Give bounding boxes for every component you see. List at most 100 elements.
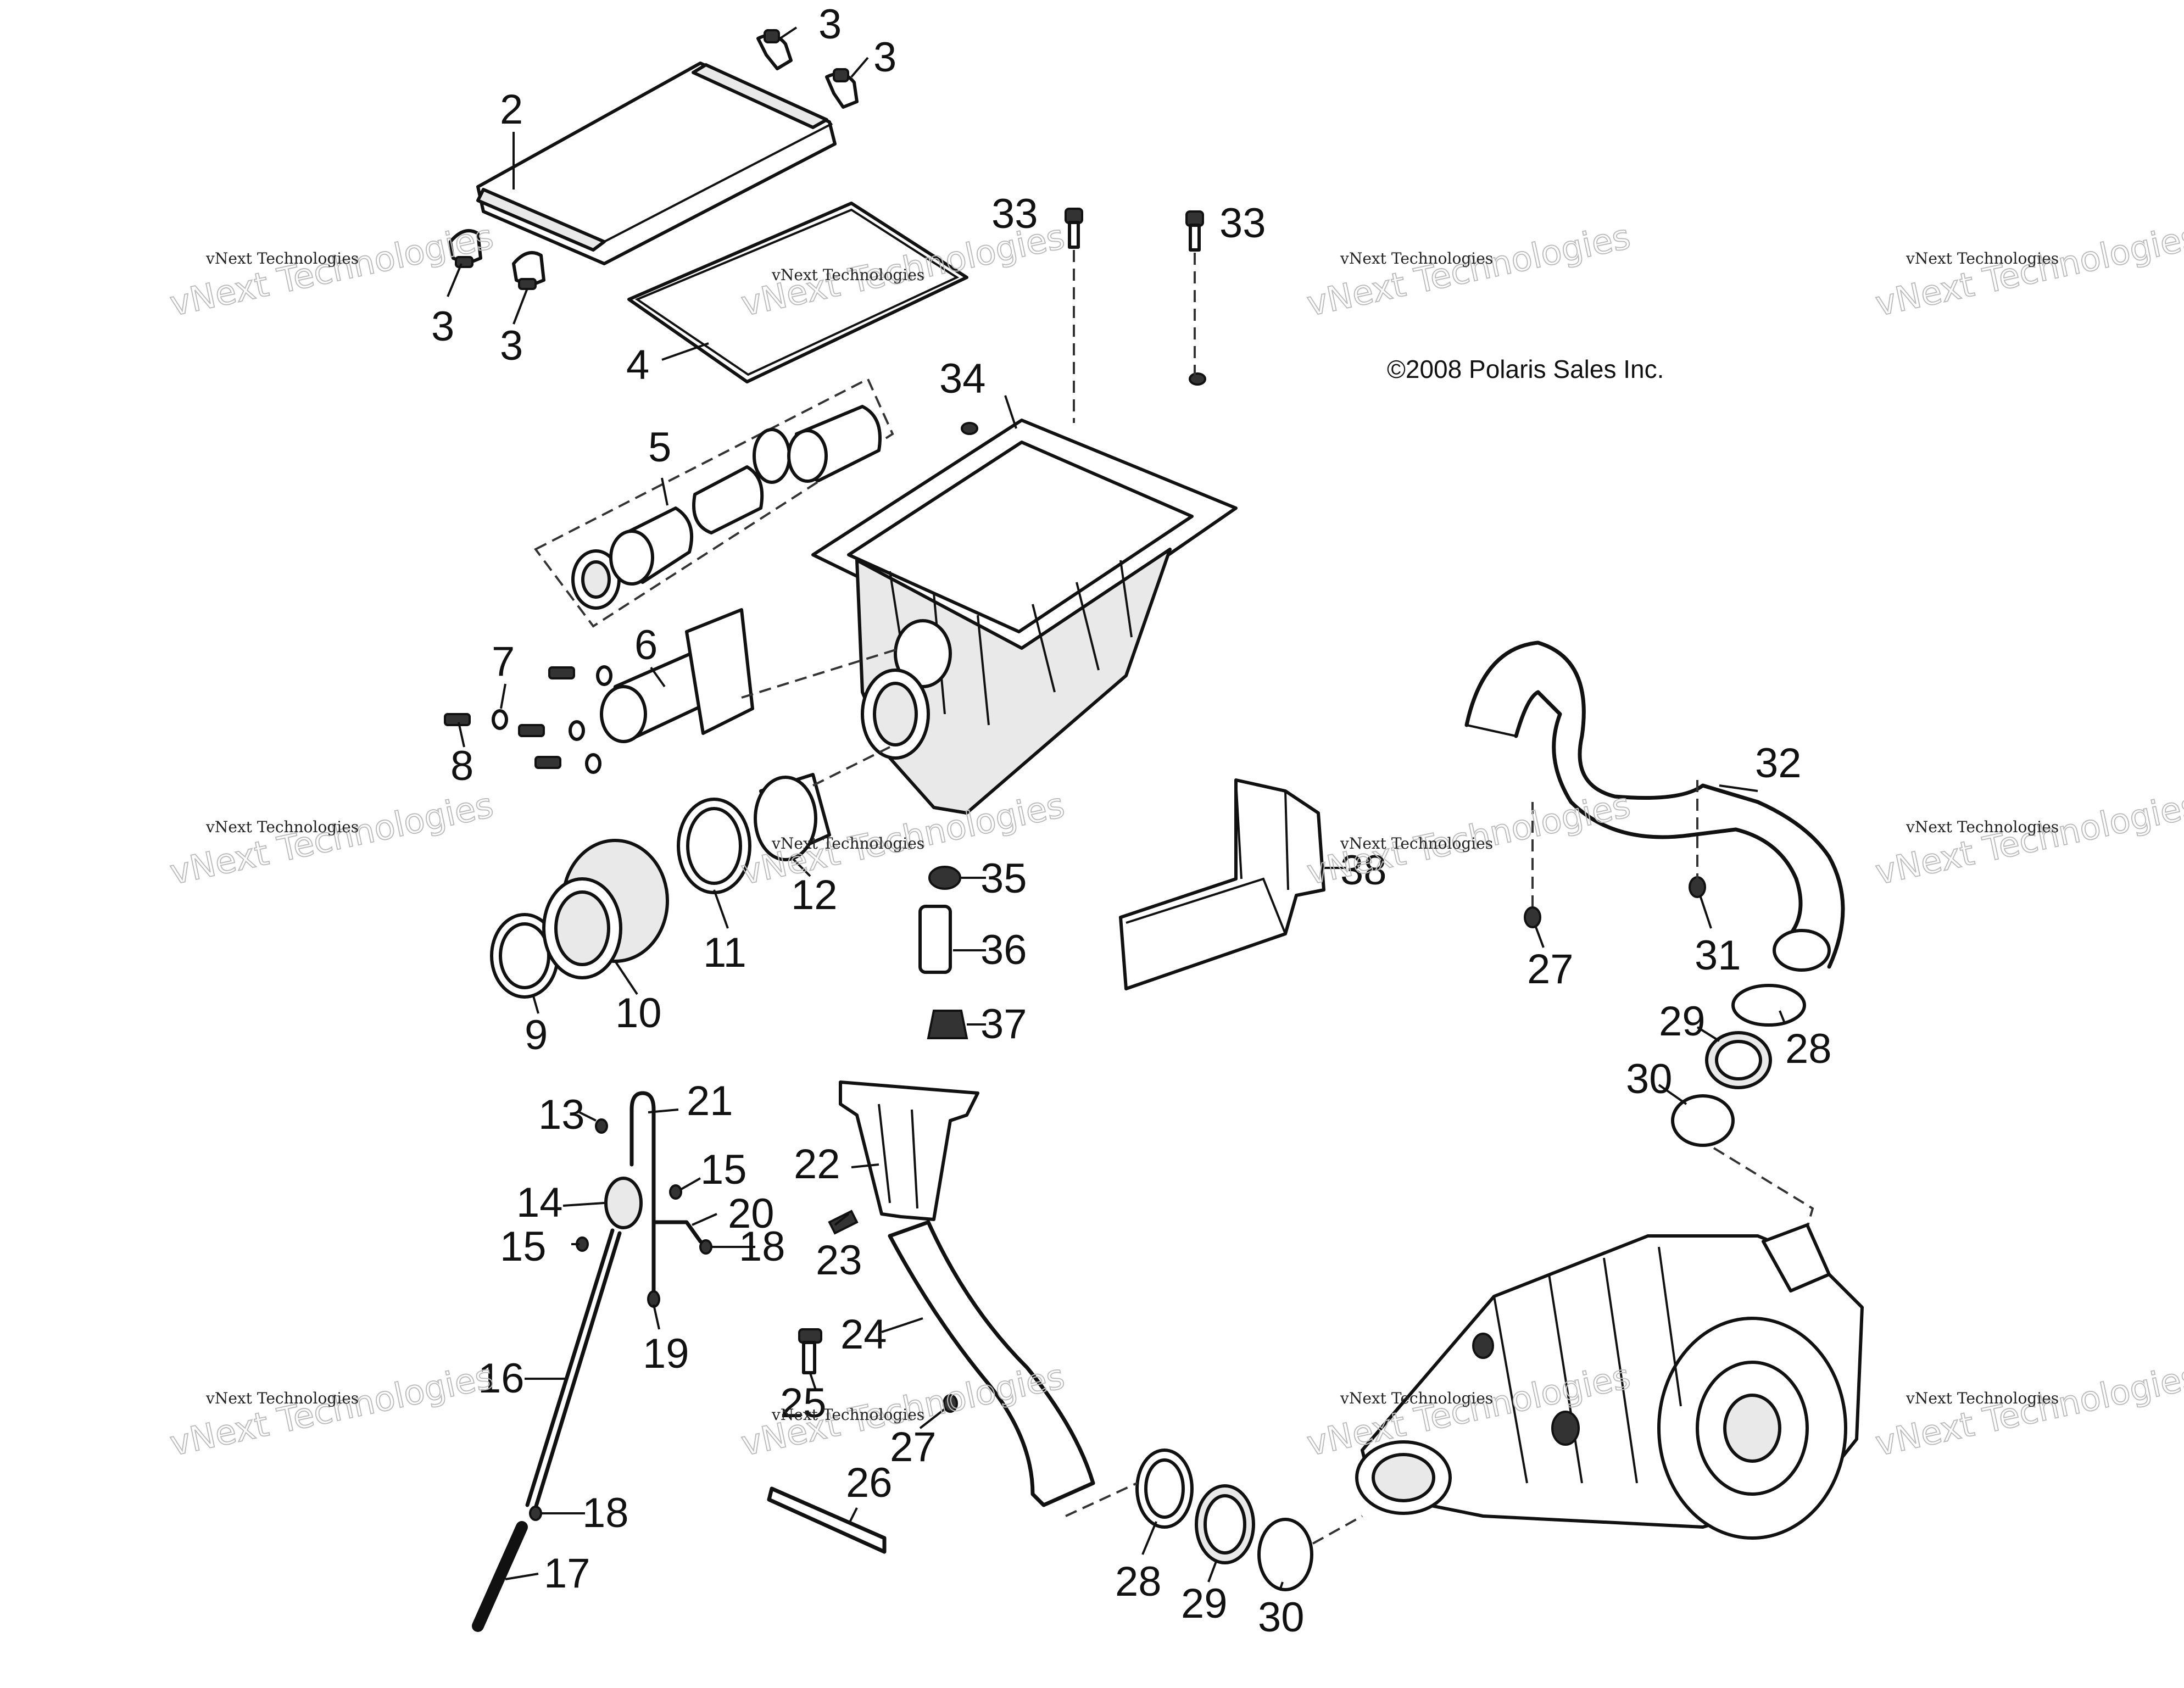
callout-20: 20: [728, 1190, 775, 1237]
callout-18: 18: [582, 1490, 629, 1536]
part-33-screw-2: [1185, 210, 1204, 252]
svg-text:vNext Technologies: vNext Technologies: [1872, 216, 2184, 324]
svg-text:vNext Technologies: vNext Technologies: [1340, 249, 1493, 268]
callout-33: 33: [991, 191, 1038, 237]
callout-35: 35: [980, 855, 1027, 902]
callout-27: 27: [890, 1424, 937, 1470]
callout-4: 4: [626, 342, 649, 388]
part-29-coupler-lower: [1195, 1484, 1255, 1564]
callout-5: 5: [648, 424, 671, 471]
callout-32: 32: [1755, 740, 1802, 787]
part-16-drain-hose: [525, 1228, 622, 1510]
callout-18: 18: [739, 1223, 785, 1270]
part-36-spacer: [918, 905, 952, 974]
part-28-clamp-lower: [1135, 1449, 1194, 1529]
callout-12: 12: [791, 872, 838, 918]
svg-text:vNext Technologies: vNext Technologies: [1872, 1356, 2184, 1464]
cvt-cover-assembly: [1355, 1223, 1864, 1540]
part-31-grommet: [1689, 876, 1706, 898]
callout-25: 25: [780, 1380, 827, 1427]
part-13-clip: [595, 1118, 608, 1134]
part-27-clip-lower: [943, 1394, 958, 1413]
copyright-notice: ©2008 Polaris Sales Inc.: [1387, 355, 1664, 383]
callout-38: 38: [1340, 847, 1387, 894]
callout-2: 2: [500, 86, 523, 133]
part-28-clamp-upper: [1731, 984, 1806, 1027]
part-7-washers: [492, 665, 612, 774]
svg-text:vNext Technologies: vNext Technologies: [771, 1406, 924, 1424]
part-14-valve: [604, 1177, 643, 1229]
callout-16: 16: [478, 1355, 525, 1402]
callout-28: 28: [1785, 1026, 1832, 1072]
part-18-clips: [529, 1239, 712, 1521]
part-3-cover-clip-4: [512, 251, 545, 290]
part-29-coupler-upper: [1705, 1031, 1772, 1089]
callout-30: 30: [1626, 1056, 1673, 1102]
callout-21: 21: [687, 1078, 733, 1124]
callout-15: 15: [700, 1146, 747, 1193]
callout-3: 3: [873, 34, 896, 81]
callout-14: 14: [516, 1179, 563, 1226]
part-3-cover-clip-3: [449, 229, 482, 268]
callout-26: 26: [846, 1459, 893, 1506]
callout-33: 33: [1219, 200, 1266, 247]
callout-labels: 2 3 3 3 3 4 5 6 7 8 9 10 11 12 13 14 15 …: [431, 1, 1832, 1641]
leader-lines: [447, 26, 1786, 1591]
callout-27: 27: [1527, 946, 1574, 993]
callout-37: 37: [980, 1001, 1027, 1048]
part-12-coupler: [754, 773, 831, 861]
part-22-bracket: [839, 1080, 979, 1221]
callout-24: 24: [840, 1311, 887, 1358]
callout-6: 6: [634, 622, 658, 668]
svg-text:vNext Technologies: vNext Technologies: [1340, 1389, 1493, 1407]
callout-3: 3: [431, 303, 454, 350]
part-35-nut: [928, 866, 961, 890]
callout-3: 3: [818, 1, 842, 48]
callout-13: 13: [538, 1091, 585, 1138]
svg-text:vNext Technologies: vNext Technologies: [771, 266, 924, 284]
part-26-strap: [767, 1486, 887, 1554]
callout-9: 9: [525, 1012, 548, 1059]
callout-7: 7: [492, 638, 515, 685]
svg-text:vNext Technologies: vNext Technologies: [771, 834, 924, 853]
part-19-plug: [647, 1290, 660, 1308]
callout-8: 8: [450, 743, 473, 789]
part-3-cover-clip-2: [825, 68, 859, 109]
callout-3: 3: [500, 322, 523, 369]
part-15-clips: [576, 1184, 682, 1252]
part-4-gasket: [627, 202, 968, 383]
callout-22: 22: [794, 1141, 840, 1188]
part-2-airbox-cover: [476, 62, 837, 265]
callout-10: 10: [615, 990, 662, 1037]
part-25-screw: [798, 1328, 822, 1374]
part-6-intake-duct: [600, 608, 754, 743]
svg-text:vNext Technologies: vNext Technologies: [205, 249, 359, 268]
part-11-clamp: [677, 798, 751, 894]
svg-text:vNext Technologies: vNext Technologies: [1872, 785, 2184, 893]
part-24-outlet-duct: [888, 1220, 1095, 1507]
part-30-ring-lower: [1257, 1518, 1313, 1591]
part-21-breather-hose: [629, 1091, 656, 1293]
part-3-cover-clip-1: [756, 29, 793, 70]
svg-text:vNext Technologies: vNext Technologies: [1906, 249, 2059, 268]
callout-29: 29: [1659, 998, 1706, 1045]
part-23-screw: [828, 1210, 859, 1235]
part-38-duct: [1119, 778, 1325, 990]
svg-text:vNext Technologies: vNext Technologies: [1906, 1389, 2059, 1407]
part-5-filter-assembly: [533, 377, 894, 628]
callout-34: 34: [939, 355, 986, 402]
part-27-clip-upper: [1524, 906, 1541, 928]
callout-29: 29: [1181, 1580, 1228, 1627]
callout-30: 30: [1258, 1594, 1305, 1641]
callout-11: 11: [703, 929, 746, 976]
part-33-screw-1: [1065, 208, 1083, 249]
callout-15: 15: [500, 1223, 547, 1270]
callout-23: 23: [816, 1237, 862, 1284]
svg-text:vNext Technologies: vNext Technologies: [1906, 818, 2059, 836]
